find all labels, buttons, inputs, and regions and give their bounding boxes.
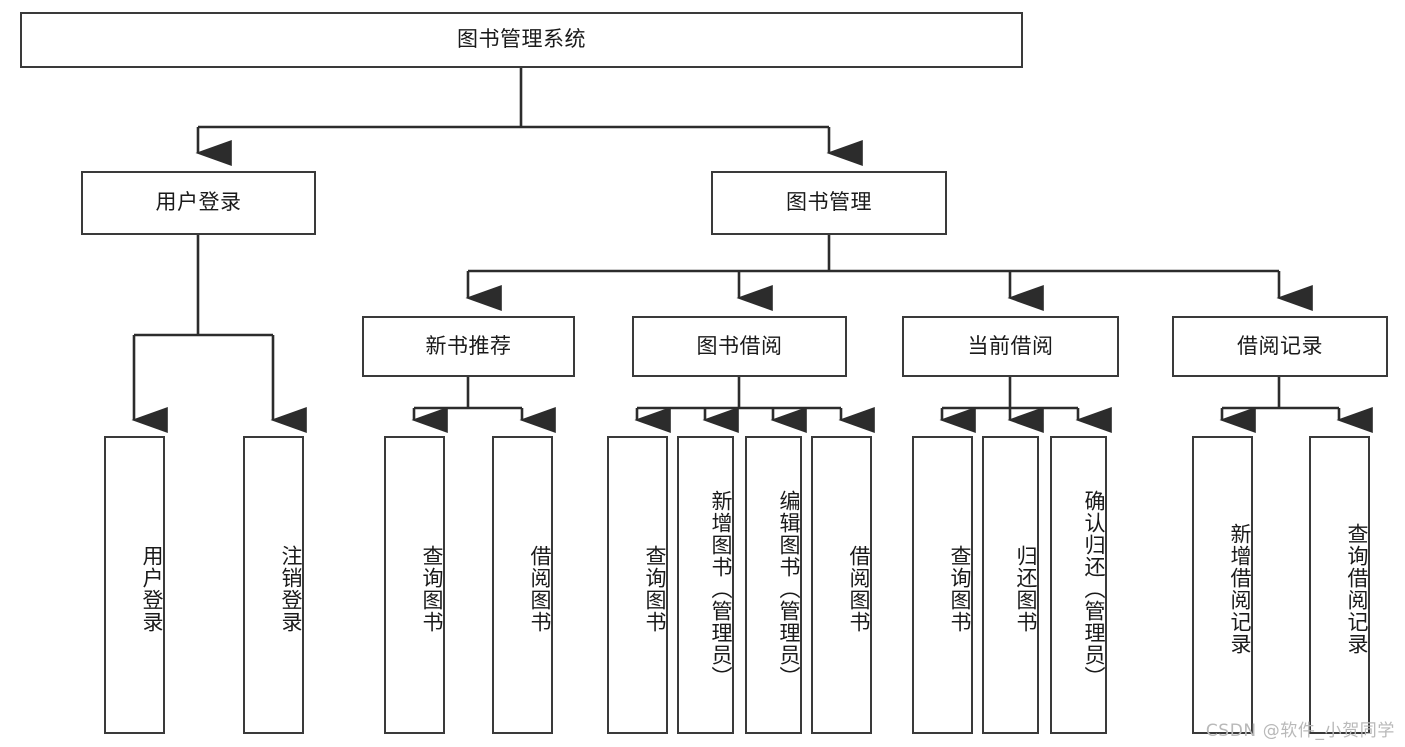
leaf-user-login-logout[interactable]: 注销登录 (243, 436, 304, 734)
node-label: 查询图书 (420, 545, 444, 633)
node-label: 当前借阅 (967, 333, 1054, 358)
node-label: 图书借阅 (696, 333, 783, 358)
node-label: 用户登录 (155, 190, 242, 215)
leaf-borrow-edit-book[interactable]: 编辑图书（管理员） (745, 436, 802, 734)
node-book-borrow[interactable]: 图书借阅 (632, 316, 847, 377)
leaf-recommend-borrow-book[interactable]: 借阅图书 (492, 436, 553, 734)
node-label: 新增图书（管理员） (709, 490, 733, 688)
node-label: 查询图书 (643, 545, 667, 633)
node-label: 注销登录 (279, 545, 303, 633)
node-label: 新书推荐 (425, 333, 512, 358)
node-book-management[interactable]: 图书管理 (711, 171, 947, 235)
leaf-borrow-borrow-book[interactable]: 借阅图书 (811, 436, 872, 734)
node-label: 编辑图书（管理员） (777, 490, 801, 688)
leaf-user-login-login[interactable]: 用户登录 (104, 436, 165, 734)
node-new-book-recommend[interactable]: 新书推荐 (362, 316, 575, 377)
node-label: 借阅图书 (847, 545, 871, 633)
node-label: 确认归还（管理员） (1082, 490, 1106, 688)
node-label: 新增借阅记录 (1228, 523, 1252, 655)
leaf-record-add-record[interactable]: 新增借阅记录 (1192, 436, 1253, 734)
node-user-login[interactable]: 用户登录 (81, 171, 316, 235)
leaf-borrow-add-book[interactable]: 新增图书（管理员） (677, 436, 734, 734)
node-label: 借阅记录 (1237, 333, 1323, 358)
leaf-current-confirm-return[interactable]: 确认归还（管理员） (1050, 436, 1107, 734)
leaf-current-return-book[interactable]: 归还图书 (982, 436, 1039, 734)
leaf-record-query-record[interactable]: 查询借阅记录 (1309, 436, 1370, 734)
csdn-watermark: CSDN @软件_小贺同学 (1205, 721, 1395, 741)
node-label: 用户登录 (140, 545, 164, 633)
node-root-system[interactable]: 图书管理系统 (20, 12, 1023, 68)
node-label: 归还图书 (1014, 545, 1038, 633)
node-label: 图书管理 (786, 190, 872, 215)
node-borrow-record[interactable]: 借阅记录 (1172, 316, 1388, 377)
node-label: 查询图书 (948, 545, 972, 633)
node-label: 查询借阅记录 (1345, 523, 1369, 655)
leaf-borrow-query-book[interactable]: 查询图书 (607, 436, 668, 734)
leaf-current-query-book[interactable]: 查询图书 (912, 436, 973, 734)
leaf-recommend-query-book[interactable]: 查询图书 (384, 436, 445, 734)
node-current-borrow[interactable]: 当前借阅 (902, 316, 1119, 377)
node-label: 借阅图书 (528, 545, 552, 633)
node-label: 图书管理系统 (457, 27, 586, 52)
